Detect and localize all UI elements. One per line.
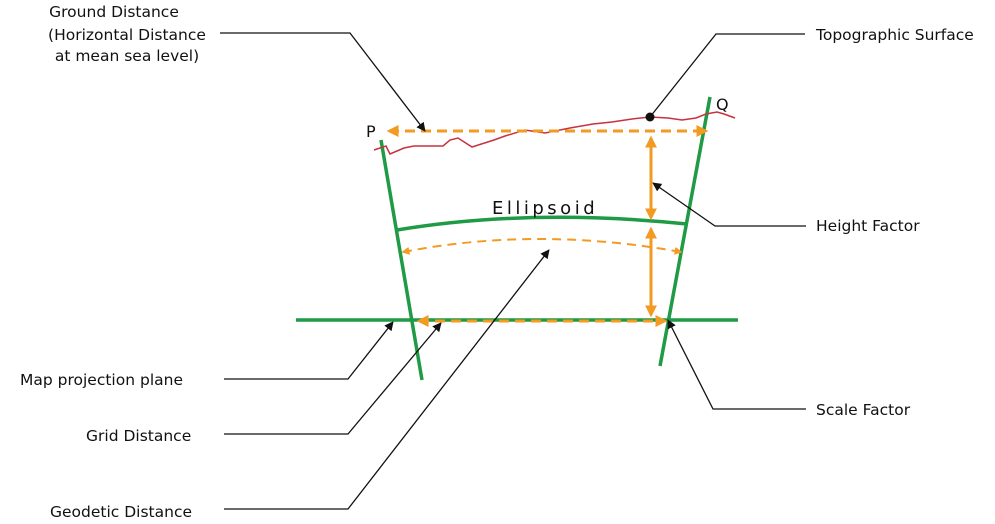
topographic-surface-label: Topographic Surface <box>815 26 974 44</box>
geodetic-distance-arrow <box>401 238 683 255</box>
point-q-label: Q <box>716 95 729 114</box>
left-vertical-line <box>379 139 424 381</box>
ground-distance-leader <box>220 32 426 132</box>
height-factor-leader <box>652 182 806 227</box>
height-factor-label: Height Factor <box>816 217 920 235</box>
right-vertical-line <box>658 96 712 367</box>
grid-distance-leader <box>224 322 442 435</box>
topographic-surface-leader <box>649 33 805 118</box>
map-projection-plane-label: Map projection plane <box>20 371 183 389</box>
scale-factor-leader <box>667 319 806 410</box>
map-projection-plane-leader <box>224 321 394 380</box>
scale-factor-label: Scale Factor <box>816 401 911 419</box>
ground-distance-sublabel-2: at mean sea level) <box>55 47 199 65</box>
geodetic-distance-label: Geodetic Distance <box>50 503 192 521</box>
ellipsoid-curve <box>396 215 688 232</box>
point-p-label: P <box>366 122 376 141</box>
topographic-surface-line <box>373 111 736 155</box>
ellipsoid-label: Ellipsoid <box>492 198 598 219</box>
ground-distance-label: Ground Distance <box>49 3 179 21</box>
ground-distance-sublabel: (Horizontal Distance <box>48 26 206 44</box>
geodetic-distance-leader <box>224 249 550 510</box>
grid-distance-label: Grid Distance <box>86 427 191 445</box>
